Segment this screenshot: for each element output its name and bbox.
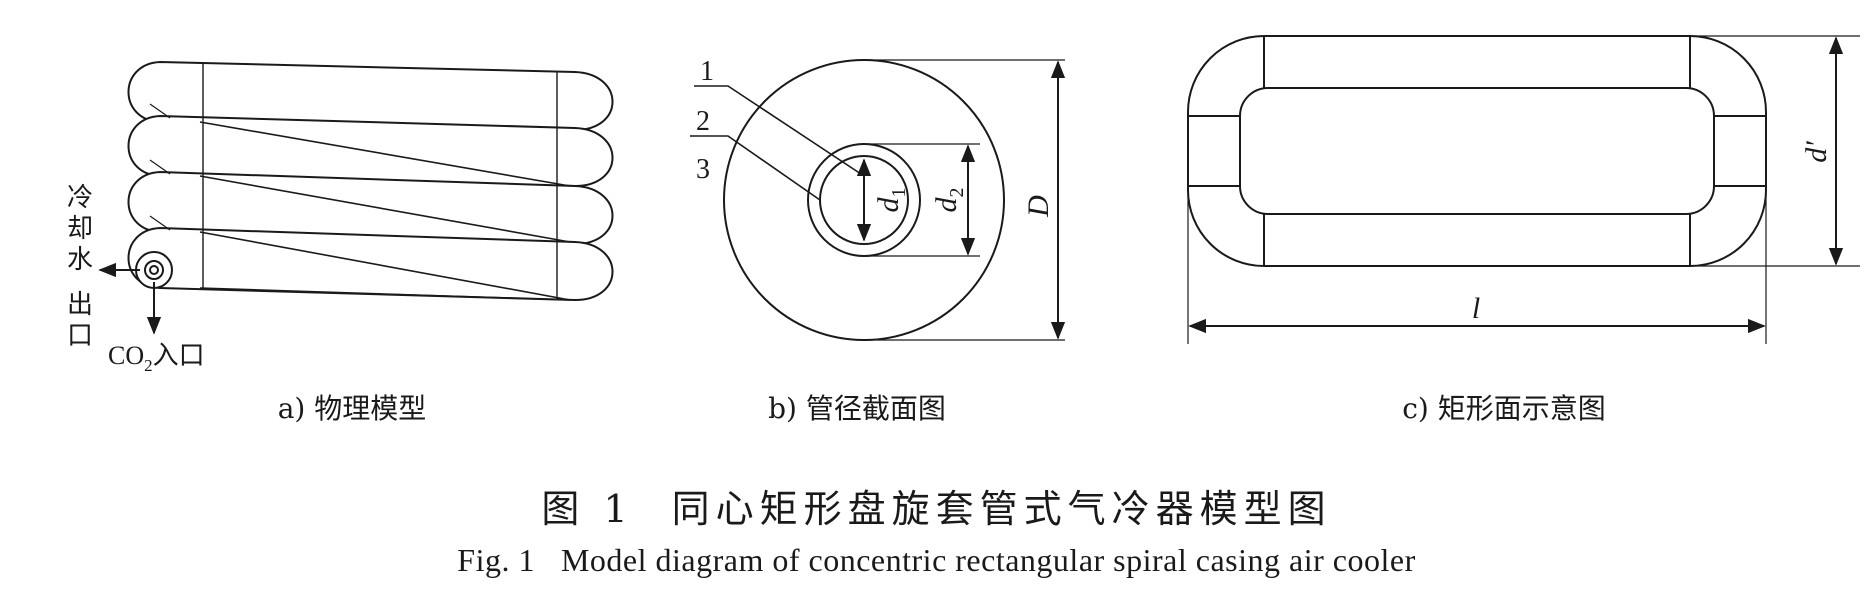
- outer-rounded-rect: [1187, 35, 1767, 267]
- d2-label: d2: [930, 188, 968, 213]
- inner-rounded-rect: [1239, 87, 1715, 215]
- callout-1-leader: [694, 85, 865, 177]
- water-outlet-label: 冷 却 水 出 口: [67, 183, 93, 351]
- d1-label: d1: [872, 188, 910, 213]
- svg-text:却: 却: [67, 214, 93, 244]
- figure-title-cn: 图 1 同心矩形盘旋套管式气冷器模型图: [0, 478, 1873, 533]
- co2-inlet-label: CO2入口: [108, 341, 205, 375]
- coil-cross-2: [199, 175, 571, 243]
- figure-label-en: Fig. 1: [457, 542, 535, 578]
- panel-a-caption: a) 物理模型: [278, 392, 427, 425]
- svg-text:水: 水: [67, 245, 93, 275]
- figure-diagram: 冷 却 水 出 口 CO2入口 a) 物理模型 1 2 3 d1 d2 D b)…: [67, 35, 1860, 425]
- figure-title-en: Fig. 1 Model diagram of concentric rectan…: [0, 542, 1873, 579]
- coil-cross-3: [199, 231, 571, 301]
- callout-2-leader: [690, 135, 821, 201]
- coil-cross-1: [199, 121, 571, 187]
- l-label: l: [1472, 292, 1480, 325]
- svg-text:口: 口: [67, 321, 93, 351]
- panel-c-caption: c) 矩形面示意图: [1402, 392, 1606, 425]
- figure-label-cn: 图 1: [541, 487, 634, 531]
- tube-end-inner: [144, 260, 164, 280]
- svg-text:出: 出: [67, 290, 93, 320]
- panel-b-section: [723, 59, 1065, 341]
- svg-text:冷: 冷: [67, 183, 93, 213]
- panel-b-caption: b) 管径截面图: [768, 392, 946, 425]
- callout-3: 3: [696, 154, 710, 185]
- callout-2: 2: [696, 106, 710, 137]
- panel-c-rect: [1187, 35, 1860, 344]
- figure-title-cn-text: 同心矩形盘旋套管式气冷器模型图: [671, 487, 1332, 531]
- D-label: D: [1022, 195, 1055, 218]
- coil-cross-4: [199, 287, 571, 301]
- callout-1: 1: [700, 56, 714, 87]
- d-prime-label: d′: [1800, 141, 1833, 163]
- figure-title-en-text: Model diagram of concentric rectangular …: [560, 542, 1416, 578]
- panel-a-coil: [127, 60, 614, 302]
